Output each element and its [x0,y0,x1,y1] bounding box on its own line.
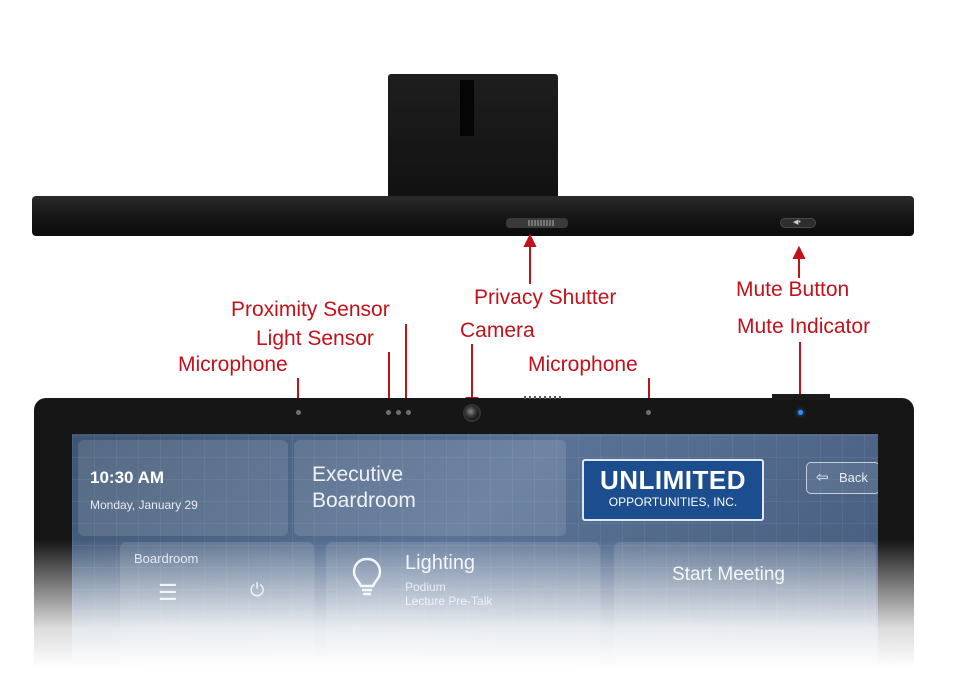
sensor-window [396,410,401,415]
mute-indicator-housing [772,394,830,400]
label-camera: Camera [460,319,535,342]
arrowhead-mute-button [792,245,806,259]
arrowhead-privacy-shutter [523,233,537,247]
clock-date: Monday, January 29 [90,498,198,512]
label-microphone-left: Microphone [178,353,288,376]
label-microphone-right: Microphone [528,353,638,376]
label-proximity-sensor: Proximity Sensor [231,298,390,321]
front-panel: 10:30 AM Monday, January 29 Executive Bo… [34,394,914,700]
microphone-left-port [296,410,301,415]
touch-screen: 10:30 AM Monday, January 29 Executive Bo… [72,434,878,700]
company-logo: UNLIMITED OPPORTUNITIES, INC. [582,459,764,521]
camera-lens [463,404,481,422]
mute-icon: ◀• [793,219,801,226]
lighting-scene-2: Lecture Pre-Talk [405,594,493,608]
label-light-sensor: Light Sensor [256,327,374,350]
clock-time: 10:30 AM [90,468,165,487]
device-top-edge: ◀• [32,196,914,236]
privacy-shutter-slider[interactable] [506,218,568,228]
logo-line2: OPPORTUNITIES, INC. [608,495,738,509]
label-privacy-shutter: Privacy Shutter [474,286,617,309]
shutter-grip-icon [528,218,555,236]
back-icon: ⇦ [816,469,829,486]
camera-mount [388,74,558,202]
start-meeting-card[interactable] [614,542,876,662]
power-icon[interactable]: ⏻ [250,580,265,600]
menu-icon[interactable]: ☰ [158,580,178,605]
room-title: Executive Boardroom [312,463,416,512]
start-meeting-label: Start Meeting [672,564,785,585]
label-mute-indicator: Mute Indicator [737,315,871,338]
speaker-grille [524,396,564,399]
mount-slot [460,80,474,136]
back-label: Back [839,470,868,485]
logo-line1: UNLIMITED [599,465,747,495]
back-button[interactable]: ⇦ Back [806,462,878,494]
mute-button[interactable]: ◀• [780,218,816,228]
proximity-sensor-window [406,410,411,415]
lighting-label: Lighting [405,552,476,574]
room-tile [294,440,566,536]
light-sensor-window [386,410,391,415]
boardroom-card-label: Boardroom [134,551,199,566]
mute-indicator-led [798,410,803,415]
label-mute-button: Mute Button [736,278,850,301]
microphone-right-port [646,410,651,415]
time-tile [78,440,288,536]
lighting-scene-1: Podium [405,580,446,594]
lightbulb-icon [352,557,382,596]
